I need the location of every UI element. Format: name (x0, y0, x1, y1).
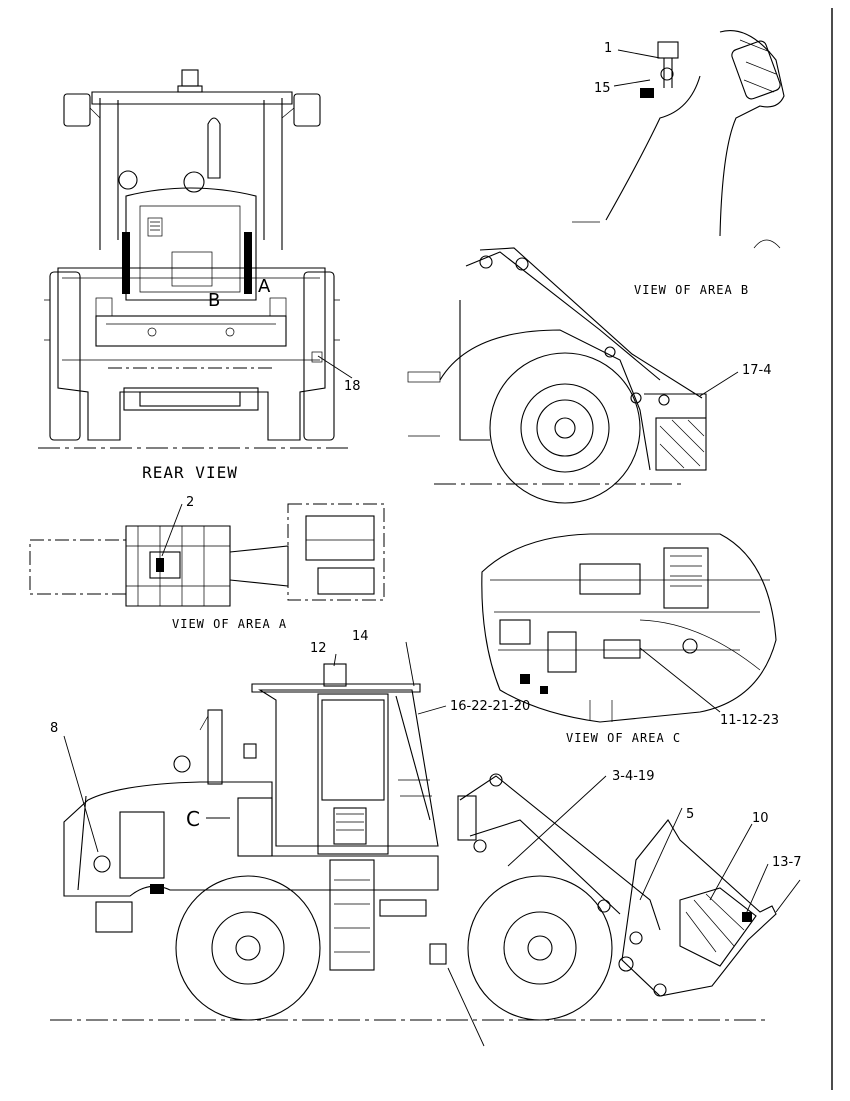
area-c-drawing (481, 533, 777, 723)
callout-14: 8 (50, 721, 58, 736)
callout-16-22-21-20-leader (507, 775, 607, 867)
callout-17-4: 17-4 (742, 363, 772, 378)
rear-view-drawing (38, 69, 350, 449)
callout-12: 16-22-21-20 (450, 699, 530, 714)
area-b-drawing (572, 30, 785, 237)
area-a-caption: VIEW OF AREA A (172, 617, 287, 631)
callout-2: 11-12-23 (720, 713, 779, 728)
callout-18-leader (161, 503, 183, 557)
area-b-caption: VIEW OF AREA B (634, 283, 749, 297)
callout-3-4-19-leader (709, 823, 753, 901)
callout-2-leader (639, 647, 721, 713)
side-detail-drawing (407, 247, 707, 504)
callout-5: 13-7 (772, 855, 802, 870)
callout-8: 5 (686, 807, 694, 822)
callout-18: 2 (186, 495, 194, 510)
callout-9: 12 (310, 641, 327, 656)
callout-9-leader (333, 653, 337, 667)
loader-side-view-drawing (50, 663, 777, 1021)
callout-12-leader (417, 705, 447, 715)
area-a-drawing (29, 503, 385, 607)
callout-5-leader (745, 863, 769, 915)
callout-6-leader (317, 355, 353, 379)
callout-1: 1 (604, 41, 612, 56)
callout-3-4-19: 10 (752, 811, 769, 826)
area-c-caption: VIEW OF AREA C (566, 731, 681, 745)
callout-15: 15 (594, 81, 611, 96)
callout-10-leader (775, 879, 801, 913)
callout-11-12-23: 14 (352, 629, 369, 644)
callout-14-leader (63, 735, 99, 853)
callout-17-4-leader (699, 371, 739, 397)
callout-11-12-23-leader (405, 641, 415, 687)
callout-15-leader (613, 79, 651, 87)
callout-16-22-21-20: 3-4-19 (612, 769, 654, 784)
area-c-marker: C (186, 807, 200, 831)
callout-6: 18 (344, 379, 361, 394)
area-a-marker: A (258, 276, 271, 297)
area-b-view-arrow (753, 239, 781, 249)
callout-8-leader (639, 807, 683, 901)
callout-1-leader (617, 49, 661, 59)
area-b-marker: B (208, 290, 220, 311)
callout-13-7-leader (447, 967, 485, 1047)
rear-view-caption: REAR VIEW (142, 463, 238, 482)
